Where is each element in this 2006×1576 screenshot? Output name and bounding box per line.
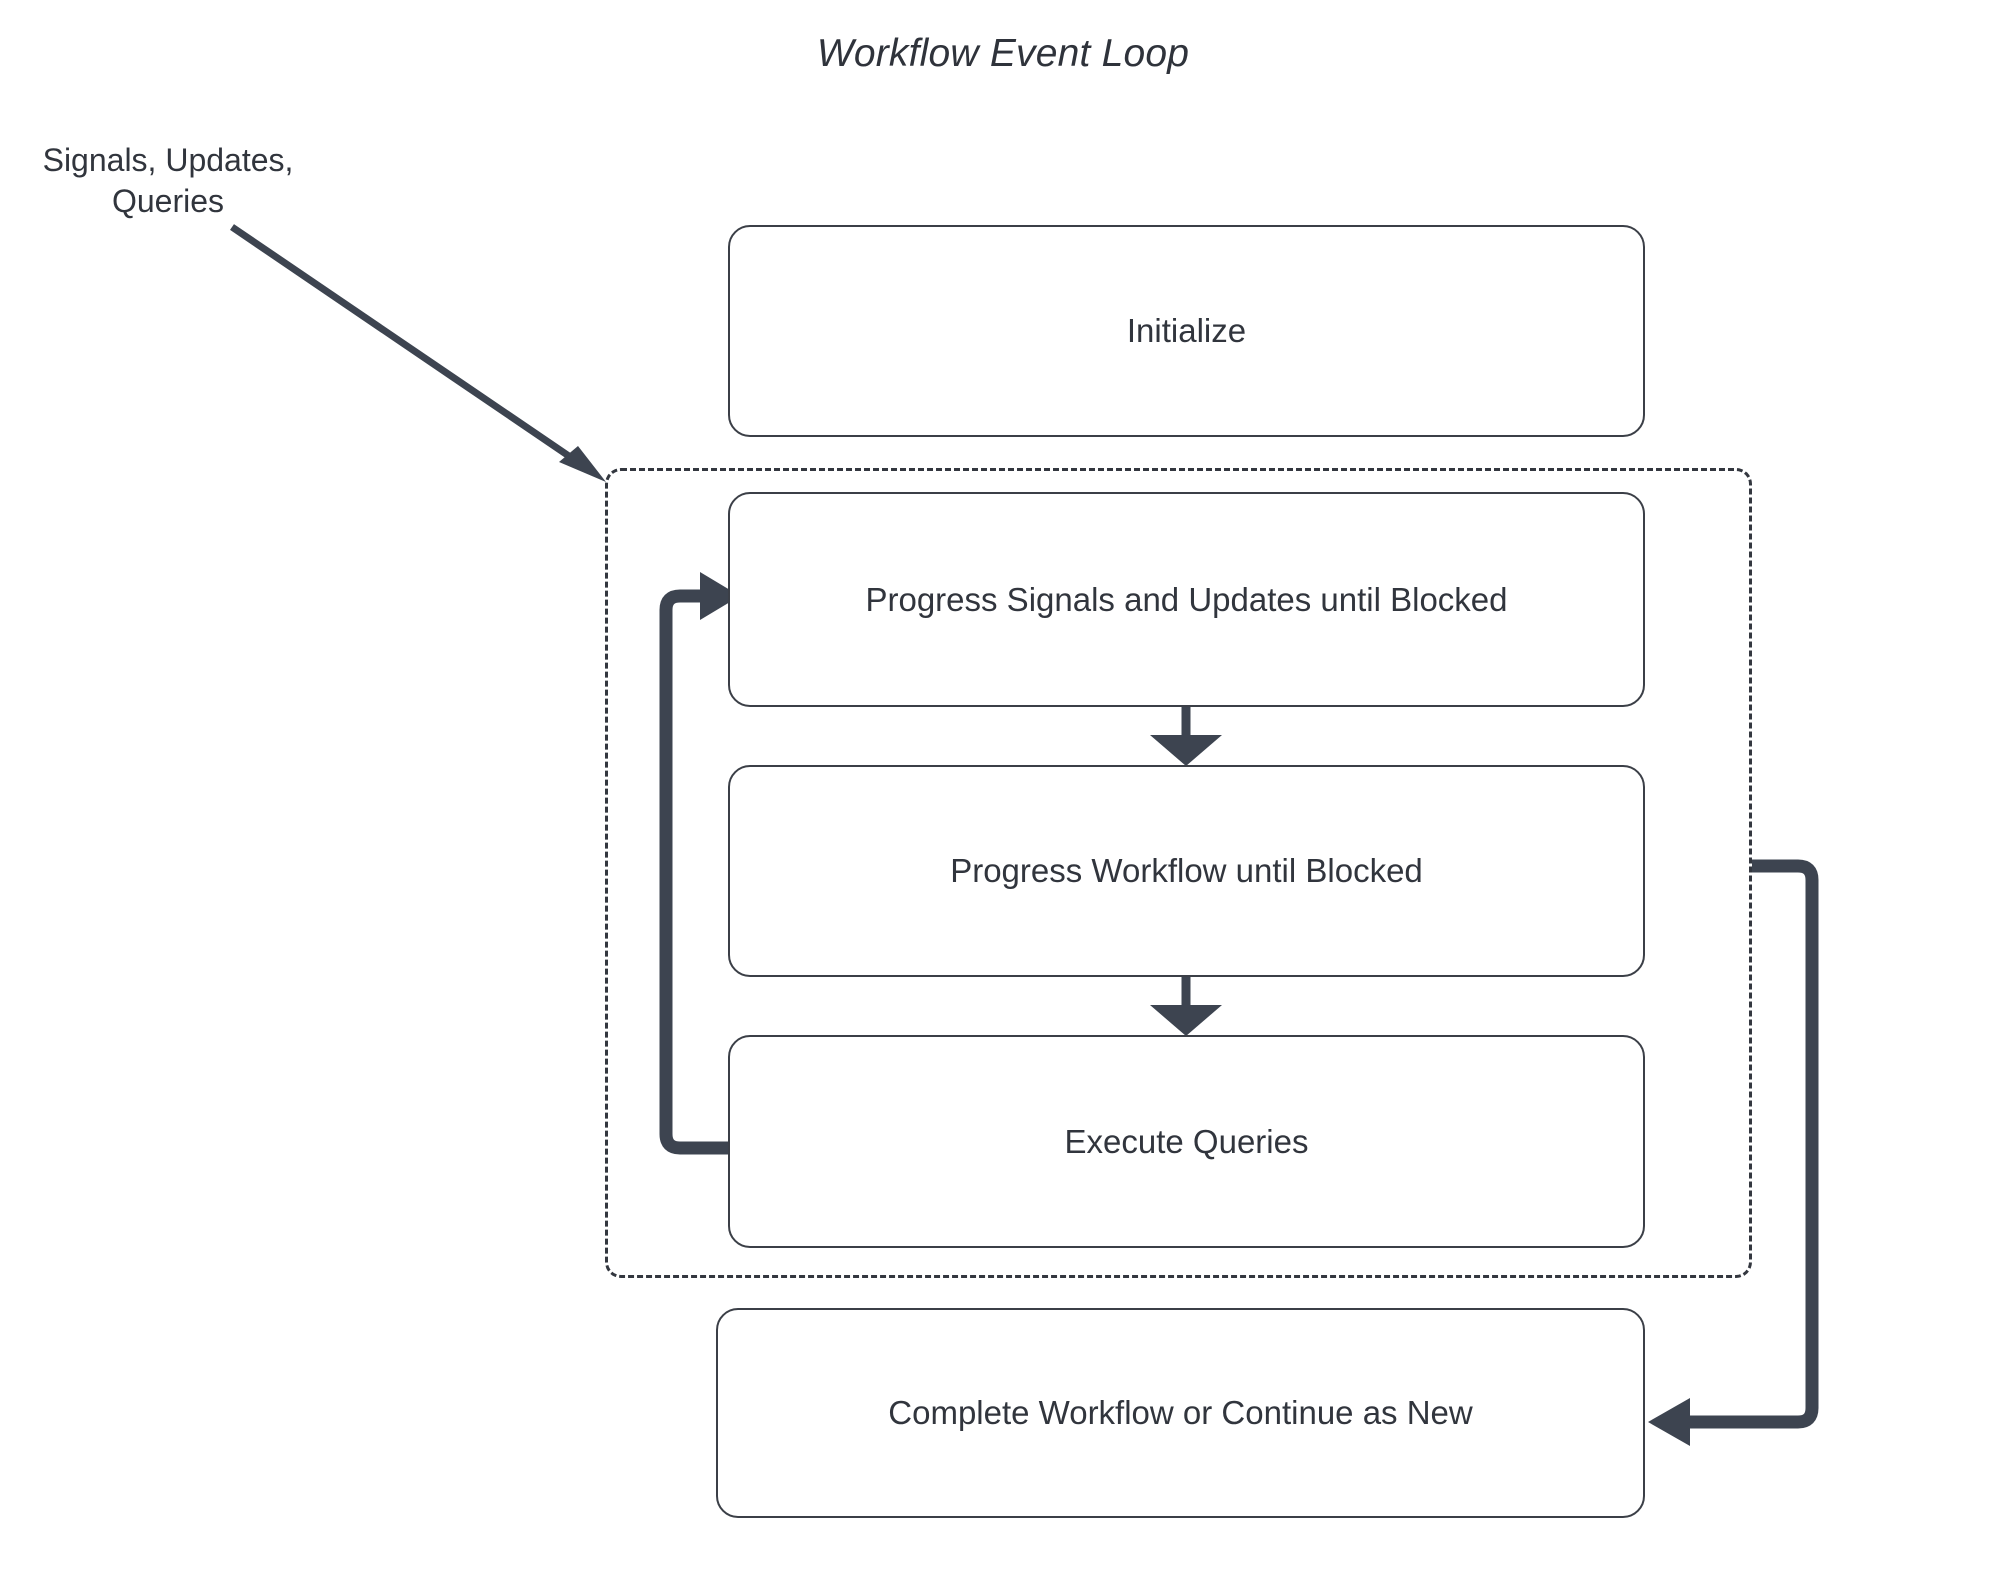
node-execute-queries[interactable]: Execute Queries — [728, 1035, 1645, 1248]
external-input-label-line2: Queries — [111, 182, 225, 219]
edge-inputs-to-loop — [230, 224, 606, 482]
page-title: Workflow Event Loop — [816, 32, 1190, 75]
external-input-label: Signals, Updates, Queries — [18, 140, 318, 221]
node-progress-workflow[interactable]: Progress Workflow until Blocked — [728, 765, 1645, 977]
node-initialize[interactable]: Initialize — [728, 225, 1645, 437]
edge-inputs-to-loop-line — [230, 224, 587, 470]
node-progress-signals[interactable]: Progress Signals and Updates until Block… — [728, 492, 1645, 707]
edge-inputs-to-loop-arrowhead — [559, 446, 606, 482]
external-input-label-line1: Signals, Updates, — [42, 142, 294, 178]
node-complete-workflow[interactable]: Complete Workflow or Continue as New — [716, 1308, 1645, 1518]
edge-loop-to-complete-arrowhead — [1648, 1398, 1690, 1446]
